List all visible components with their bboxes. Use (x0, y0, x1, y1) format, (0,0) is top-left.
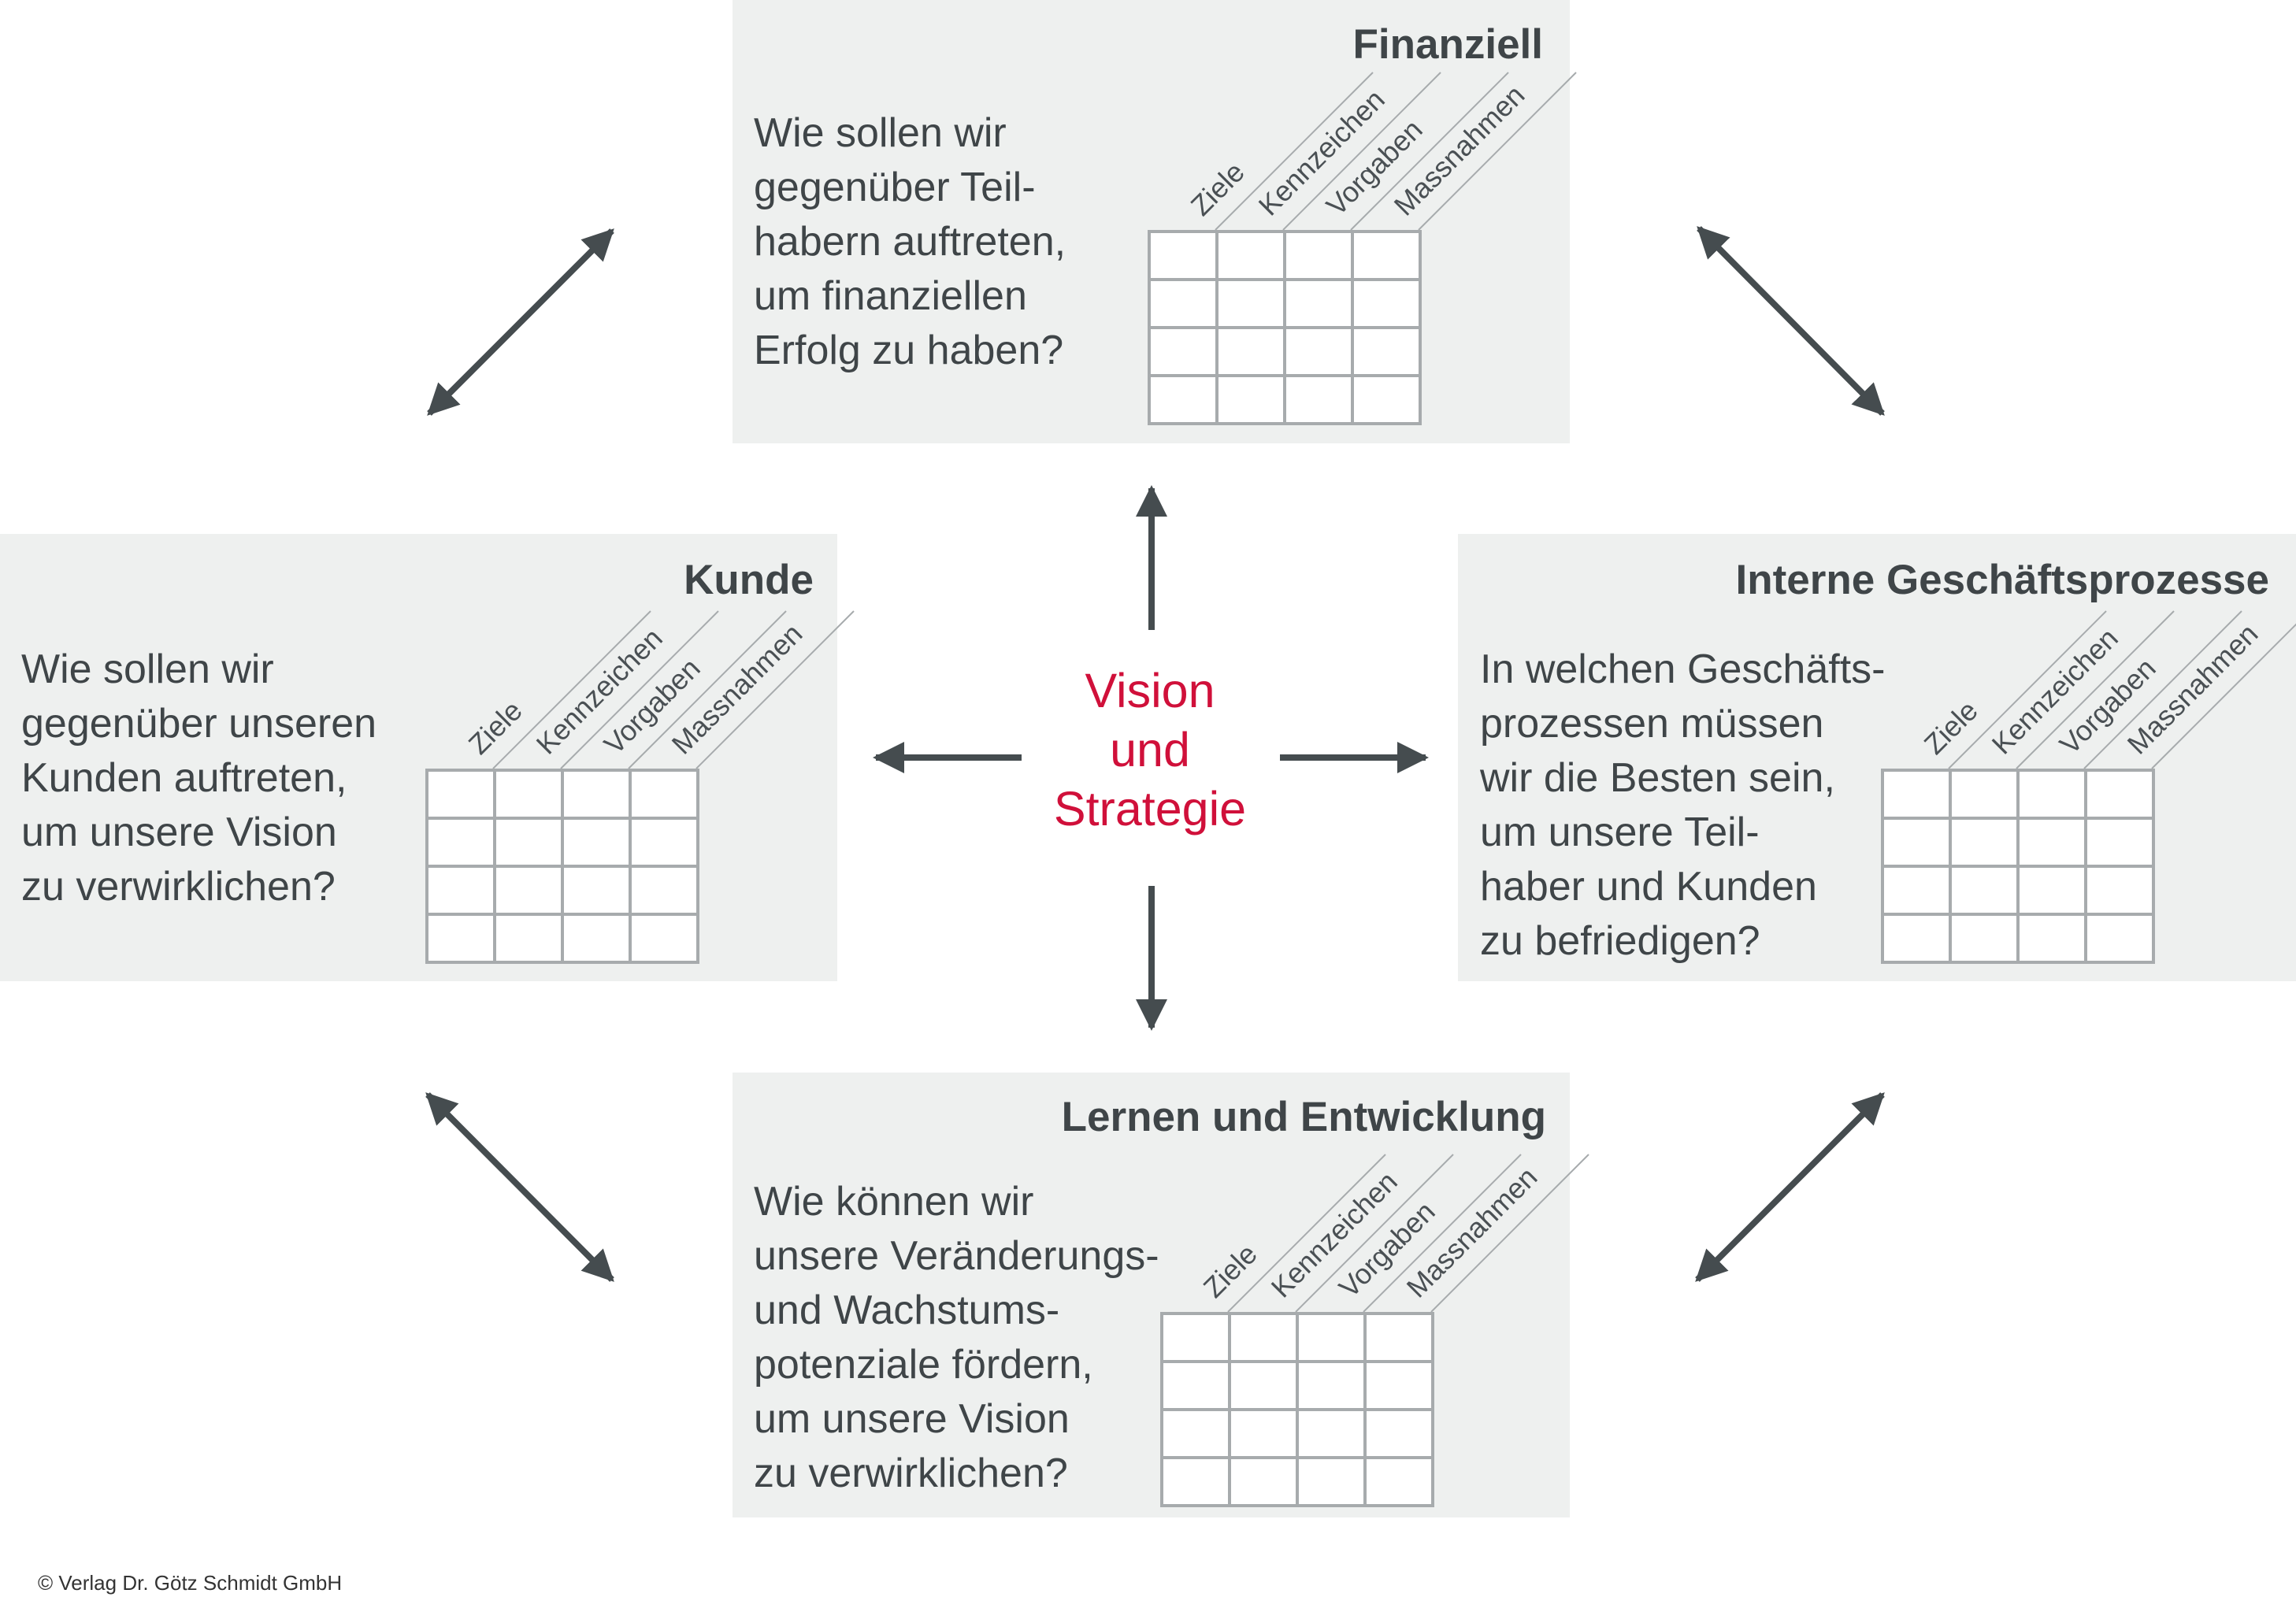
panel-title: Finanziell (1352, 21, 1543, 68)
center-line-3: Strategie (1053, 782, 1247, 836)
header-divider (2016, 610, 2175, 769)
diag-arrow-bottom-left (425, 1092, 614, 1282)
diag-arrow-top-left (427, 228, 614, 416)
panel-title: Interne Geschäftsprozesse (1735, 557, 2269, 603)
table-cell (1351, 326, 1422, 377)
diag-arrow-top-right (1697, 226, 1885, 416)
panel-question: Wie sollen wir gegenüber unseren Kunden … (21, 647, 377, 910)
header-divider (628, 610, 787, 769)
diag-arrow-bottom-right (1695, 1092, 1885, 1282)
table-cell (1351, 230, 1422, 281)
panel-kunde: Kunde Wie sollen wir gegenüber unseren K… (0, 534, 855, 981)
table-cell (1160, 1456, 1231, 1507)
table-cell (1148, 278, 1218, 329)
center-line-2: und (1110, 723, 1190, 776)
table-cell (1363, 1456, 1434, 1507)
table-cell (1228, 1312, 1299, 1363)
table-cell (1881, 865, 1952, 916)
panel-interne-geschaeftsprozesse: Interne Geschäftsprozesse In welchen Ges… (1458, 534, 2296, 981)
panel-question: In welchen Geschäfts- prozessen müssen w… (1480, 647, 1886, 964)
table-cell (1283, 374, 1354, 425)
panel-title: Kunde (684, 557, 814, 603)
table-cell (1228, 1408, 1299, 1459)
center-line-1: Vision (1085, 664, 1215, 717)
header-divider (560, 610, 719, 769)
table-cell (561, 913, 632, 964)
header-divider (492, 610, 651, 769)
header-divider (1363, 1154, 1522, 1313)
table-cell (1351, 278, 1422, 329)
table-cell (2016, 769, 2087, 820)
header-divider (1215, 72, 1374, 231)
table-cell (2084, 913, 2155, 964)
center-vision-strategie: Vision und Strategie (992, 661, 1307, 839)
table-cell (1215, 230, 1286, 281)
panel-question: Wie sollen wir gegenüber Teil- habern au… (754, 110, 1066, 373)
panel-finanziell: Finanziell Wie sollen wir gegenüber Teil… (733, 0, 1577, 443)
table-cell (1949, 913, 2020, 964)
header-divider (1350, 72, 1509, 231)
header-divider (1948, 610, 2107, 769)
header-divider (1418, 72, 1577, 231)
table-cell (2084, 817, 2155, 868)
header-divider (2083, 610, 2242, 769)
header-divider (1227, 1154, 1386, 1313)
panel-lernen-und-entwicklung: Lernen und Entwicklung Wie können wir un… (733, 1073, 1589, 1517)
table-cell (1363, 1360, 1434, 1411)
panel-question: Wie können wir unsere Veränderungs- und … (754, 1179, 1159, 1496)
table-cell (629, 865, 699, 916)
table-cell (493, 769, 564, 820)
table-cell (493, 817, 564, 868)
table-cell (561, 865, 632, 916)
table-cell (1351, 374, 1422, 425)
table-cell (1363, 1408, 1434, 1459)
copyright-footer: © Verlag Dr. Götz Schmidt GmbH (38, 1571, 343, 1595)
table-cell (1160, 1312, 1231, 1363)
header-divider (1430, 1154, 1589, 1313)
table-cell (1363, 1312, 1434, 1363)
header-divider (1295, 1154, 1454, 1313)
panel-title: Lernen und Entwicklung (1061, 1094, 1546, 1140)
table-cell (1283, 326, 1354, 377)
table-cell (1148, 230, 1218, 281)
table-cell (1296, 1360, 1367, 1411)
header-divider (2151, 623, 2296, 769)
header-divider (1282, 72, 1441, 231)
header-divider (695, 610, 855, 769)
table-cell (1215, 374, 1286, 425)
table-cell (493, 913, 564, 964)
table-cell (2016, 817, 2087, 868)
table-cell (629, 913, 699, 964)
table-cell (1949, 865, 2020, 916)
table-cell (1296, 1456, 1367, 1507)
